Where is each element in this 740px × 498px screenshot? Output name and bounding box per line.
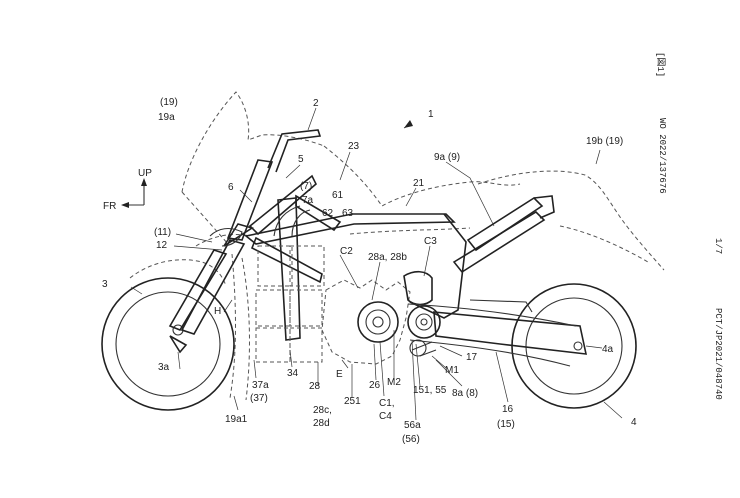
battery-boxes [255, 245, 325, 363]
reference-labels: 1 2 (19) 19a 5 6 23 (7) 7a 61 62 63 21 9… [102, 97, 637, 445]
front-label: FR [103, 201, 116, 212]
ref-label: 19b (19) [586, 136, 623, 147]
ref-label: M1 [445, 365, 459, 376]
ref-label: C2 [340, 246, 353, 257]
figure-label: [図1] [655, 52, 666, 77]
ref-label: 3 [102, 279, 108, 290]
ref-label: 26 [369, 380, 381, 391]
arrow-marker [404, 120, 413, 128]
ref-label: 23 [348, 141, 360, 152]
ref-label: 56a [404, 420, 421, 431]
application-number: PCT/JP2021/048740 [713, 308, 723, 400]
ref-label: (37) [250, 393, 268, 404]
ref-label: 17 [466, 352, 478, 363]
ref-label: 1 [428, 109, 434, 120]
ref-label: 8a (8) [452, 388, 478, 399]
ref-label: 62 [322, 208, 334, 219]
ref-label: 34 [287, 368, 299, 379]
ref-label: 9a (9) [434, 152, 460, 163]
ref-label: 4a [602, 344, 614, 355]
ref-label: 28d [313, 418, 330, 429]
main-frame [244, 174, 555, 341]
ref-label: (11) [154, 227, 171, 238]
ref-label: 28c, [313, 405, 332, 416]
up-label: UP [138, 168, 152, 179]
ref-label: 63 [342, 208, 354, 219]
direction-indicator: UP FR [103, 168, 152, 212]
leader-lines [130, 107, 623, 421]
ref-label: 2 [313, 98, 319, 109]
ref-label: (15) [497, 419, 515, 430]
ref-label: C1, [379, 398, 395, 409]
ref-label: C3 [424, 236, 437, 247]
ref-label: (56) [402, 434, 420, 445]
engine-unit [321, 270, 441, 365]
swing-arm [407, 299, 588, 367]
ref-label: 19a1 [225, 414, 248, 425]
ref-label: 251 [344, 396, 361, 407]
body-outline [129, 91, 665, 401]
steering-fork [168, 129, 322, 335]
publication-number: WO 2022/137676 [657, 118, 667, 194]
ref-label: 12 [156, 240, 168, 251]
ref-label: 16 [502, 404, 514, 415]
ref-label: 37a [252, 380, 269, 391]
ref-label: E [336, 369, 343, 380]
ref-label: C4 [379, 411, 392, 422]
ref-label: 5 [298, 154, 304, 165]
ref-label: 6 [228, 182, 234, 193]
ref-label: M2 [387, 377, 401, 388]
ref-label: 7a [302, 195, 314, 206]
ref-label: 21 [413, 178, 425, 189]
ref-label: (7) [300, 181, 312, 192]
ref-label: 4 [631, 417, 637, 428]
rear-wheel [511, 283, 637, 409]
ref-label: 28 [309, 381, 321, 392]
ref-label: (19) [160, 97, 178, 108]
page-number: 1/7 [713, 238, 723, 254]
ref-label: 19a [158, 112, 175, 123]
ref-label: 61 [332, 190, 344, 201]
ref-label: 3a [158, 362, 170, 373]
ref-label: H [214, 306, 221, 317]
ref-label: 151, 55 [413, 385, 447, 396]
ref-label: 28a, 28b [368, 252, 407, 263]
